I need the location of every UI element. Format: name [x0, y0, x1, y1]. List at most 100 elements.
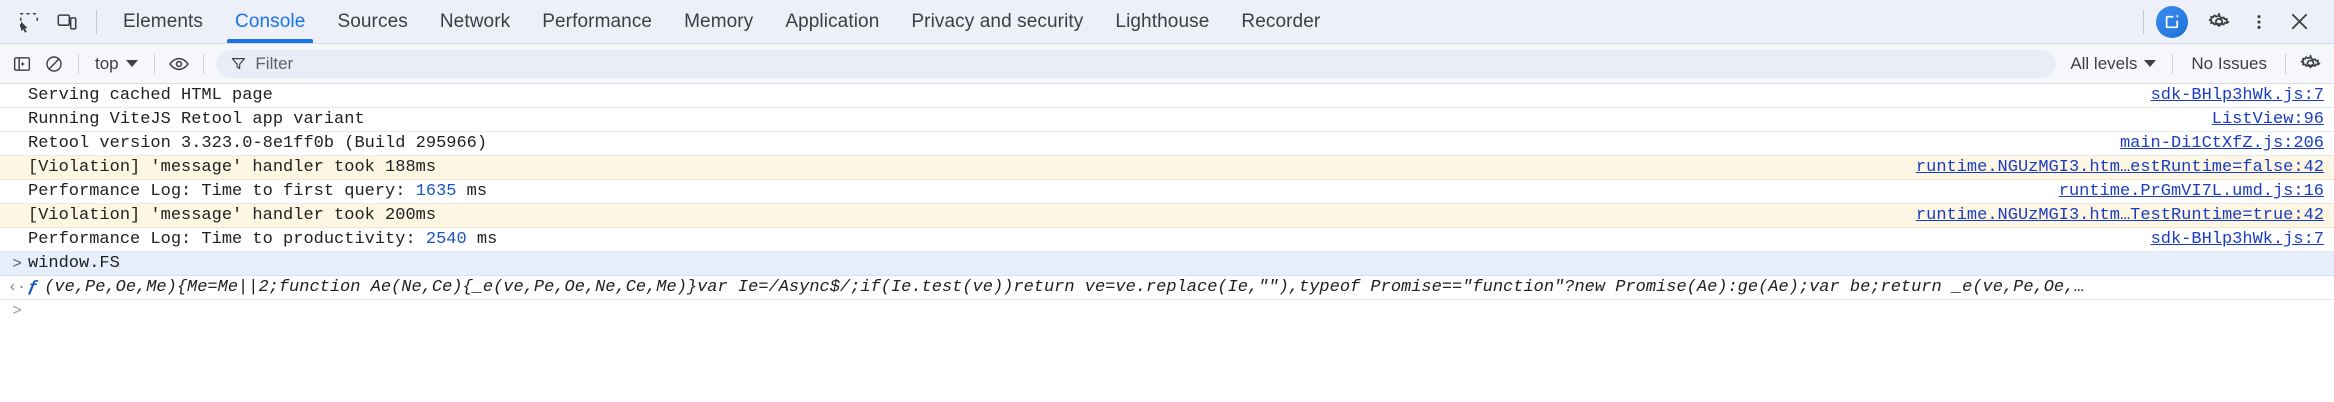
console-source-link[interactable]: main-Di1CtXfZ.js:206	[2119, 134, 2324, 153]
console-source-link[interactable]: sdk-BHlp3hWk.js:7	[2150, 230, 2324, 249]
gear-icon[interactable]	[2294, 49, 2326, 79]
console-sidebar-icon[interactable]	[6, 49, 38, 79]
console-message-row-violation[interactable]: [Violation] 'message' handler took 188ms…	[0, 156, 2334, 180]
tab-label: Performance	[542, 10, 653, 32]
tab-console[interactable]: Console	[219, 0, 321, 43]
devtools-tabbar: Elements Console Sources Network Perform…	[0, 0, 2334, 44]
filter-icon	[231, 58, 245, 70]
toolbar-divider-1	[78, 53, 79, 74]
tab-label: Sources	[337, 10, 408, 32]
console-source-link[interactable]: runtime.NGUzMGI3.htm…estRuntime=false:42	[1915, 158, 2324, 177]
console-source-link[interactable]: runtime.PrGmVI7L.umd.js:16	[2058, 182, 2324, 201]
console-message-row[interactable]: Serving cached HTML page sdk-BHlp3hWk.js…	[0, 84, 2334, 108]
result-arrow-icon: ‹·	[8, 279, 27, 296]
kebab-menu-icon[interactable]	[2240, 5, 2278, 39]
tab-label: Memory	[684, 10, 754, 32]
console-toolbar: top All levels No Issues	[0, 44, 2334, 84]
filter-box[interactable]	[215, 49, 2057, 78]
gemini-ai-icon[interactable]	[2156, 5, 2188, 38]
close-icon[interactable]	[2280, 5, 2318, 39]
console-message-row[interactable]: Performance Log: Time to first query: 16…	[0, 180, 2334, 204]
console-settings-glyph	[2300, 54, 2320, 69]
tab-memory[interactable]: Memory	[668, 0, 769, 43]
console-message-row-violation[interactable]: [Violation] 'message' handler took 200ms…	[0, 204, 2334, 228]
filter-input[interactable]	[255, 53, 2043, 74]
message-text-post: ms	[466, 230, 498, 249]
tab-performance[interactable]: Performance	[526, 0, 668, 43]
execution-context-selector[interactable]: top	[87, 51, 146, 77]
console-source-link[interactable]: runtime.NGUzMGI3.htm…TestRuntime=true:42	[1915, 206, 2324, 225]
inspect-element-glyph	[19, 12, 39, 33]
console-source-link[interactable]: sdk-BHlp3hWk.js:7	[2150, 86, 2324, 105]
prompt-arrow-icon: >	[12, 302, 22, 320]
kebab-menu-glyph	[2257, 14, 2261, 29]
tab-lighthouse[interactable]: Lighthouse	[1099, 0, 1225, 43]
inspect-element-icon[interactable]	[10, 5, 48, 39]
console-source-link[interactable]: ListView:96	[2211, 110, 2324, 129]
tab-label: Console	[235, 10, 306, 32]
tab-sources[interactable]: Sources	[321, 0, 423, 43]
execution-context-label: top	[95, 53, 119, 73]
live-expression-icon[interactable]	[163, 49, 195, 79]
console-input-expression: window.FS	[28, 254, 120, 273]
console-result-row[interactable]: ‹· ƒ (ve,Pe,Oe,Me){Me=Me||2;function Ae(N…	[0, 276, 2334, 300]
toolbar-divider-5	[2285, 53, 2286, 74]
console-message-row[interactable]: Running ViteJS Retool app variant ListVi…	[0, 108, 2334, 132]
devtools-tabs: Elements Console Sources Network Perform…	[107, 0, 2133, 43]
issues-counter[interactable]: No Issues	[2191, 53, 2267, 73]
tab-label: Recorder	[1241, 10, 1321, 32]
function-source-text: (ve,Pe,Oe,Me){Me=Me||2;function Ae(Ne,Ce…	[44, 278, 2085, 297]
console-message-text: Serving cached HTML page	[28, 86, 273, 105]
tab-recorder[interactable]: Recorder	[1225, 0, 1336, 43]
close-glyph	[2291, 13, 2307, 30]
tab-label: Network	[439, 10, 511, 32]
log-level-selector[interactable]: All levels	[2062, 51, 2164, 77]
console-toolbar-right: All levels No Issues	[2062, 49, 2326, 79]
message-text-pre: Performance Log: Time to first query:	[28, 182, 416, 201]
function-keyword-icon: ƒ	[28, 278, 39, 297]
console-message-text: Performance Log: Time to productivity: 2…	[0, 229, 2133, 250]
tab-label: Application	[785, 10, 880, 32]
clear-console-icon[interactable]	[38, 49, 70, 79]
eye-glyph	[168, 57, 189, 70]
clear-console-glyph	[46, 55, 62, 72]
chevron-down-icon	[2144, 60, 2157, 67]
tab-elements[interactable]: Elements	[107, 0, 219, 43]
console-message-text: [Violation] 'message' handler took 188ms	[28, 158, 437, 177]
console-sidebar-glyph	[13, 56, 31, 71]
gear-icon[interactable]	[2200, 5, 2238, 39]
gemini-ai-glyph	[2165, 13, 2180, 28]
console-evaluated-input-row[interactable]: > window.FS	[0, 252, 2334, 276]
message-number-value: 1635	[415, 182, 457, 201]
log-level-label: All levels	[2070, 53, 2138, 73]
tabbar-right-divider	[2143, 9, 2144, 34]
tab-label: Privacy and security	[911, 10, 1084, 32]
tab-network[interactable]: Network	[424, 0, 526, 43]
tab-label: Elements	[123, 10, 204, 32]
console-prompt-row[interactable]: >	[0, 300, 2334, 322]
prompt-arrow-icon: >	[12, 254, 22, 273]
tab-application[interactable]: Application	[769, 0, 895, 43]
tab-label: Lighthouse	[1115, 10, 1210, 32]
tabbar-actions	[2133, 5, 2328, 39]
console-message-list[interactable]: Serving cached HTML page sdk-BHlp3hWk.js…	[0, 84, 2334, 402]
console-message-text: Retool version 3.323.0-8e1ff0b (Build 29…	[28, 134, 488, 153]
toolbar-divider-3	[202, 53, 204, 74]
tab-privacy-and-security[interactable]: Privacy and security	[895, 0, 1099, 43]
message-text-post: ms	[456, 182, 488, 201]
console-message-row[interactable]: Retool version 3.323.0-8e1ff0b (Build 29…	[0, 132, 2334, 156]
console-result-value: ƒ (ve,Pe,Oe,Me){Me=Me||2;function Ae(Ne,C…	[0, 277, 2324, 298]
message-text-pre: Performance Log: Time to productivity:	[28, 230, 426, 249]
console-message-row[interactable]: Performance Log: Time to productivity: 2…	[0, 228, 2334, 252]
gear-glyph	[2208, 12, 2230, 27]
console-message-text: [Violation] 'message' handler took 200ms	[28, 206, 437, 225]
message-number-value: 2540	[425, 230, 467, 249]
device-toolbar-icon[interactable]	[48, 5, 86, 39]
toolbar-divider-2	[153, 53, 155, 74]
tabbar-divider	[96, 9, 97, 34]
console-message-text: Performance Log: Time to first query: 16…	[0, 181, 2041, 202]
device-toolbar-glyph	[57, 13, 77, 30]
toolbar-divider-4	[2172, 53, 2174, 74]
console-message-text: Running ViteJS Retool app variant	[28, 110, 365, 129]
